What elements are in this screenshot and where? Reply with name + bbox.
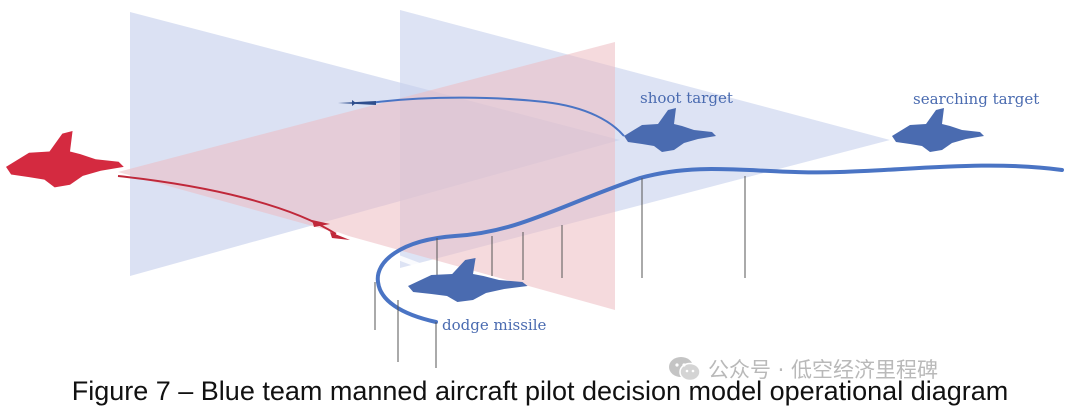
blue-flight-path bbox=[375, 163, 1064, 324]
watermark: 公众号 · 低空经济里程碑 bbox=[668, 354, 938, 384]
red-missile-marker bbox=[312, 220, 330, 227]
watermark-text: 公众号 · 低空经济里程碑 bbox=[708, 358, 939, 382]
altitude-lines bbox=[374, 176, 746, 368]
blue-missile-path bbox=[369, 96, 625, 137]
red-aircraft bbox=[6, 131, 124, 188]
blue-missile bbox=[338, 100, 376, 106]
label-shoot-target: shoot target bbox=[640, 89, 733, 107]
wechat-icon bbox=[669, 357, 701, 382]
red-threat-cone bbox=[118, 42, 615, 310]
figure-caption: Figure 7 – Blue team manned aircraft pil… bbox=[71, 376, 1009, 406]
label-searching-target: searching target bbox=[913, 90, 1039, 108]
blue-aircraft-search bbox=[892, 108, 984, 152]
red-missile bbox=[330, 232, 350, 240]
label-dodge-missile: dodge missile bbox=[442, 316, 546, 334]
